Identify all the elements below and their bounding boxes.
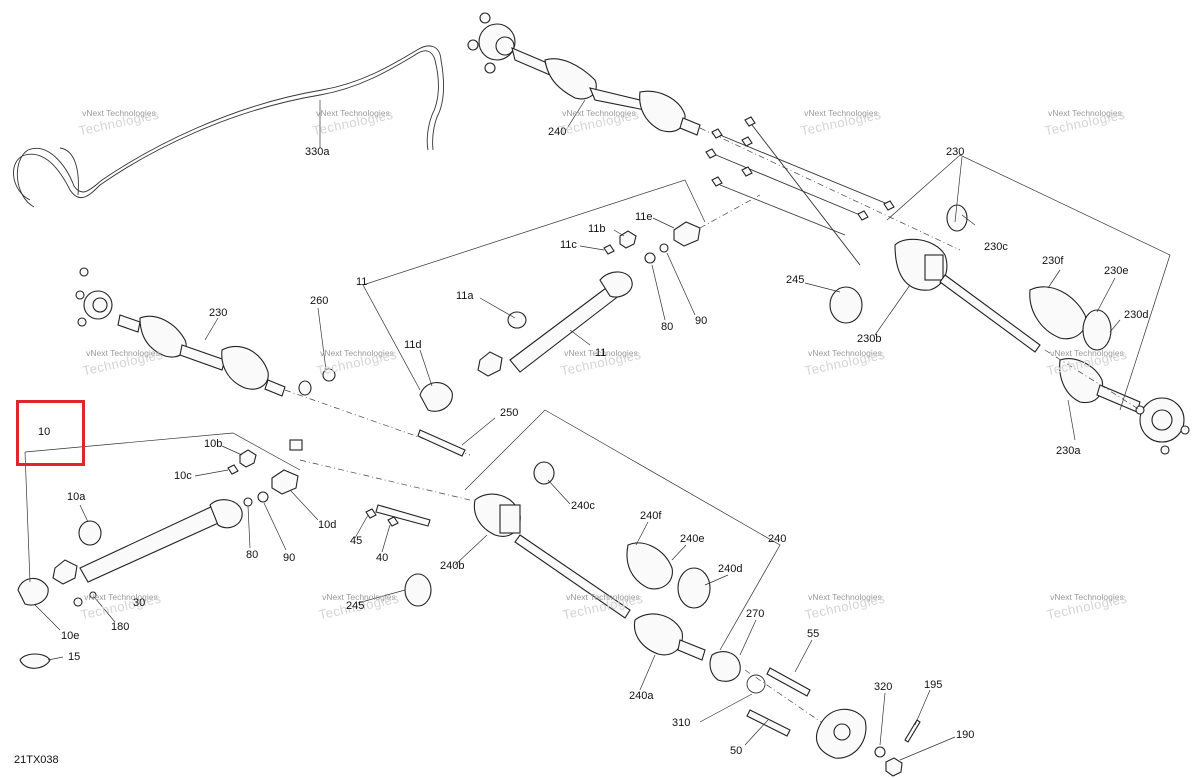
leader-lines (24, 99, 1171, 761)
callout-11d[interactable]: 11d (404, 339, 422, 351)
callout-240-lower[interactable]: 240 (768, 533, 787, 545)
callout-11c[interactable]: 11c (560, 239, 577, 251)
callout-15[interactable]: 15 (68, 651, 81, 663)
callout-195[interactable]: 195 (924, 679, 943, 691)
bolts-top (705, 116, 895, 266)
shaft-assembly-240-lower (365, 461, 921, 777)
watermark-line: vNext Technologies (566, 592, 640, 602)
highlight-box[interactable] (16, 400, 85, 466)
watermark-line: vNext Technologies (316, 108, 390, 118)
callout-240d[interactable]: 240d (718, 563, 743, 575)
callout-245-lower[interactable]: 245 (346, 600, 365, 612)
diagram-code: 21TX038 (14, 754, 59, 766)
callout-240a[interactable]: 240a (629, 690, 654, 702)
watermark-line: vNext Technologies (564, 348, 638, 358)
shaft-assembly-240-upper (467, 12, 961, 266)
callout-230c[interactable]: 230c (984, 241, 1008, 253)
callout-10e[interactable]: 10e (61, 630, 80, 642)
watermark-line: vNext Technologies (804, 108, 878, 118)
callout-90[interactable]: 90 (695, 315, 708, 327)
callout-240b[interactable]: 240b (440, 560, 465, 572)
watermark-line: vNext Technologies (86, 348, 160, 358)
callout-230b[interactable]: 230b (857, 333, 882, 345)
callout-40[interactable]: 40 (376, 552, 389, 564)
callout-270[interactable]: 270 (746, 608, 765, 620)
propshaft-11 (419, 194, 761, 412)
callout-260[interactable]: 260 (310, 295, 329, 307)
callout-245[interactable]: 245 (786, 274, 805, 286)
callout-230e[interactable]: 230e (1104, 265, 1129, 277)
callout-240[interactable]: 240 (548, 126, 567, 138)
callout-240c[interactable]: 240c (571, 500, 595, 512)
callout-180[interactable]: 180 (111, 621, 130, 633)
callout-250[interactable]: 250 (500, 407, 519, 419)
callout-30[interactable]: 30 (133, 597, 146, 609)
watermark-line: vNext Technologies (808, 348, 882, 358)
callout-80[interactable]: 80 (661, 321, 674, 333)
callout-330a[interactable]: 330a (305, 146, 330, 158)
watermark-line: vNext Technologies (562, 108, 636, 118)
callout-10b[interactable]: 10b (204, 438, 223, 450)
callout-190[interactable]: 190 (956, 729, 975, 741)
watermark-line: vNext Technologies (320, 348, 394, 358)
watermark-line: vNext Technologies (1050, 592, 1124, 602)
callout-11b[interactable]: 11b (588, 223, 606, 235)
callout-230f[interactable]: 230f (1042, 255, 1064, 267)
callout-45[interactable]: 45 (350, 535, 363, 547)
callout-50[interactable]: 50 (730, 745, 743, 757)
shaft-assembly-230-right (829, 204, 1190, 455)
callout-310[interactable]: 310 (672, 717, 691, 729)
callout-11a[interactable]: 11a (456, 290, 474, 302)
callout-230d[interactable]: 230d (1124, 309, 1149, 321)
callout-230[interactable]: 230 (946, 146, 965, 158)
cable-330a (13, 45, 445, 208)
callout-11e[interactable]: 11e (635, 211, 653, 223)
callout-10d[interactable]: 10d (318, 519, 337, 531)
callout-90-lower[interactable]: 90 (283, 552, 296, 564)
watermark-line: vNext Technologies (82, 108, 156, 118)
callout-230a[interactable]: 230a (1056, 445, 1081, 457)
callout-80-lower[interactable]: 80 (246, 549, 259, 561)
callout-10c[interactable]: 10c (174, 470, 192, 482)
watermark-line: vNext Technologies (322, 592, 396, 602)
callout-55[interactable]: 55 (807, 628, 820, 640)
callout-230-left[interactable]: 230 (209, 307, 228, 319)
propshaft-10 (17, 449, 471, 669)
watermark-line: vNext Technologies (808, 592, 882, 602)
shaft-assembly-230-left (75, 267, 471, 457)
callout-320[interactable]: 320 (874, 681, 893, 693)
callout-11-shaft[interactable]: 11 (595, 347, 607, 359)
watermark-line: vNext Technologies (84, 592, 158, 602)
watermark-line: vNext Technologies (1050, 348, 1124, 358)
callout-10a[interactable]: 10a (67, 491, 86, 503)
callout-240f[interactable]: 240f (640, 510, 662, 522)
watermark-line: vNext Technologies (1048, 108, 1122, 118)
callout-240e[interactable]: 240e (680, 533, 705, 545)
callout-10[interactable]: 10 (38, 426, 51, 438)
callout-11[interactable]: 11 (356, 276, 368, 288)
